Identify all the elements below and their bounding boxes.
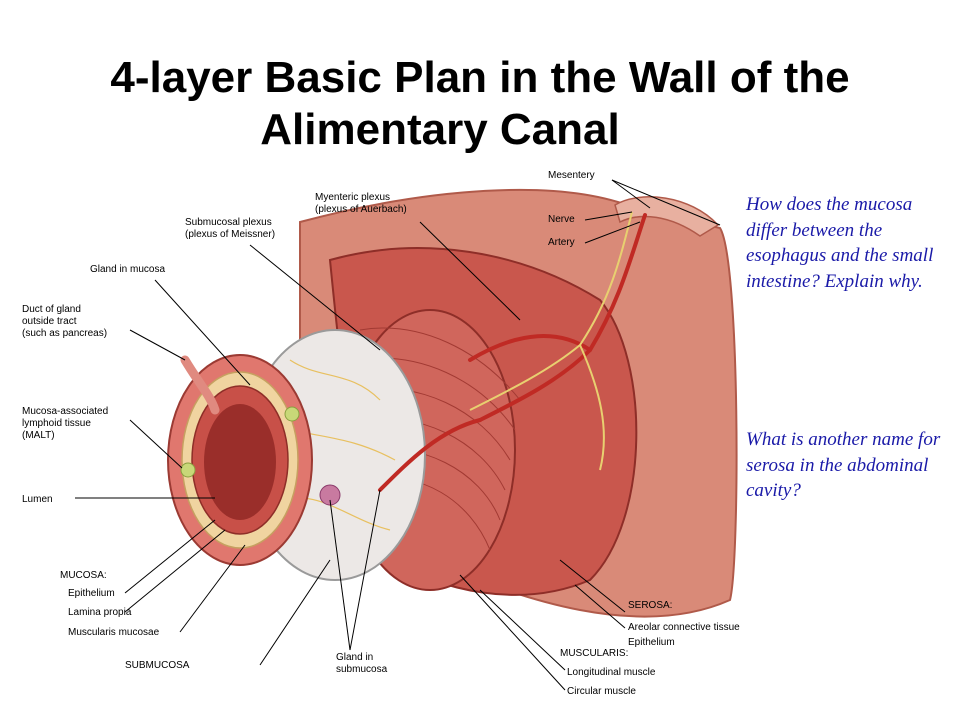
label-muscularis: MUSCULARIS:: [560, 648, 628, 659]
label-submucosal-2: (plexus of Meissner): [185, 229, 275, 240]
label-duct-1: Duct of gland: [22, 304, 81, 315]
leader-lines: [75, 179, 721, 691]
label-duct-2: outside tract: [22, 316, 77, 327]
duct-of-gland: [180, 355, 220, 415]
mucosa-gland-nodule: [284, 406, 300, 422]
label-mucosa: MUCOSA:: [60, 570, 107, 581]
title-line-2: Alimentary Canal: [260, 105, 620, 154]
label-circular-muscle: Circular muscle: [567, 686, 636, 697]
nerves: [469, 211, 633, 471]
label-serosa-epithelium: Epithelium: [628, 637, 675, 648]
question-mucosa: How does the mucosa differ between the e…: [746, 194, 934, 292]
label-gland-mucosa: Gland in mucosa: [90, 264, 165, 275]
submucosa-gland: [319, 484, 341, 506]
label-lamina-propia: Lamina propia: [68, 607, 132, 618]
label-serosa: SEROSA:: [628, 600, 672, 611]
label-gland-submucosa-1: Gland in: [336, 652, 373, 663]
label-myenteric-2: (plexus of Auerbach): [315, 204, 407, 215]
label-gland-submucosa-2: submucosa: [336, 664, 388, 675]
label-areolar: Areolar connective tissue: [628, 622, 740, 633]
label-lumen: Lumen: [22, 494, 53, 505]
slide-title: 4-layer Basic Plan in the Wall of the Al…: [0, 52, 960, 156]
mesentery: [614, 196, 720, 237]
lumen: [204, 404, 276, 520]
question-serosa: What is another name for serosa in the a…: [746, 429, 941, 501]
label-artery: Artery: [548, 237, 575, 248]
label-malt-1: Mucosa-associated: [22, 406, 108, 417]
label-muscularis-mucosae: Muscularis mucosae: [68, 627, 160, 638]
label-mesentery: Mesentery: [548, 170, 595, 181]
label-malt-3: (MALT): [22, 430, 55, 441]
label-myenteric-1: Myenteric plexus: [315, 192, 390, 203]
label-epithelium: Epithelium: [68, 588, 115, 599]
label-malt-2: lymphoid tissue: [22, 418, 91, 429]
malt-nodule: [180, 462, 196, 478]
label-submucosa: SUBMUCOSA: [125, 660, 190, 671]
label-longitudinal-muscle: Longitudinal muscle: [567, 667, 656, 678]
label-duct-3: (such as pancreas): [22, 328, 107, 339]
label-nerve: Nerve: [548, 214, 575, 225]
label-submucosal-1: Submucosal plexus: [185, 217, 272, 228]
title-line-1: 4-layer Basic Plan in the Wall of the: [110, 53, 850, 102]
